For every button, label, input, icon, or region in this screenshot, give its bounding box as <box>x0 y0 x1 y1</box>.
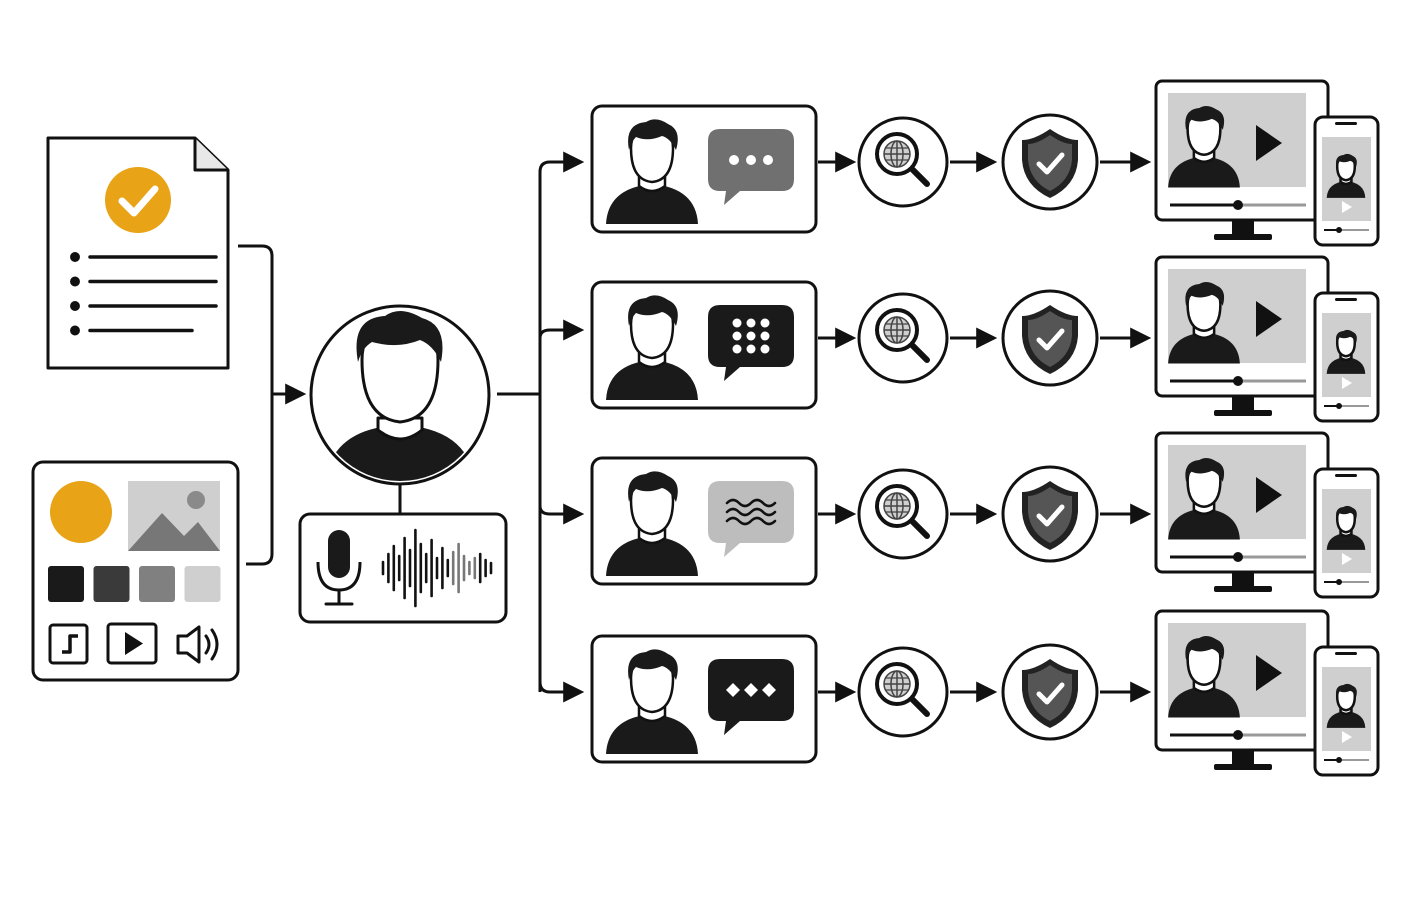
palette-swatch <box>48 566 84 602</box>
avatar-variant-card <box>590 280 818 410</box>
monitor-phone-video-icon <box>1154 431 1380 599</box>
palette-swatch <box>139 566 175 602</box>
speech-bubble-icon <box>708 305 794 381</box>
variant-row <box>590 431 1380 599</box>
variant-row <box>590 79 1380 247</box>
monitor-phone-video-icon <box>1154 79 1380 247</box>
bullet-dot <box>70 301 80 311</box>
bullet-dot <box>70 252 80 262</box>
person-avatar-icon <box>606 119 698 224</box>
variant-row <box>590 609 1380 777</box>
palette-swatch <box>184 566 221 602</box>
shield-check-icon <box>1001 643 1099 741</box>
avatar-variant-card <box>590 456 818 586</box>
central-avatar <box>309 304 491 514</box>
bullet-dot <box>70 325 80 336</box>
input-merge-connector <box>238 244 307 566</box>
fan-out-connector <box>497 151 585 703</box>
music-note-icon <box>48 623 89 665</box>
avatar-variant-card <box>590 634 818 764</box>
video-presenter <box>1168 457 1240 540</box>
microphone-icon <box>316 530 362 606</box>
video-presenter <box>1168 105 1240 188</box>
voice-panel <box>298 512 508 624</box>
shield-check-icon <box>1001 113 1099 211</box>
video-presenter <box>1168 635 1240 718</box>
checklist-lines <box>70 252 218 336</box>
person-avatar-icon <box>606 295 698 400</box>
shield-check-icon <box>1001 465 1099 563</box>
globe-search-icon <box>857 292 949 384</box>
color-palette <box>48 566 221 602</box>
shield-check-icon <box>1001 289 1099 387</box>
speaker-icon <box>176 625 219 664</box>
variant-row <box>590 255 1380 423</box>
globe-search-icon <box>857 116 949 208</box>
script-document <box>46 136 230 370</box>
palette-swatch <box>93 566 130 602</box>
globe-search-icon <box>857 468 949 560</box>
waveform-icon <box>381 528 493 608</box>
globe-search-icon <box>857 646 949 738</box>
avatar-variant-card <box>590 104 818 234</box>
speech-bubble-icon <box>708 129 794 205</box>
person-avatar-icon <box>606 649 698 754</box>
brand-assets-panel <box>31 460 240 682</box>
image-placeholder-icon <box>128 481 220 551</box>
color-swatch-icon <box>50 481 112 543</box>
play-icon <box>106 622 158 665</box>
person-avatar-icon <box>606 471 698 576</box>
monitor-phone-video-icon <box>1154 255 1380 423</box>
monitor-phone-video-icon <box>1154 609 1380 777</box>
check-circle-icon <box>105 167 171 233</box>
bullet-dot <box>70 276 80 287</box>
video-presenter <box>1168 281 1240 364</box>
